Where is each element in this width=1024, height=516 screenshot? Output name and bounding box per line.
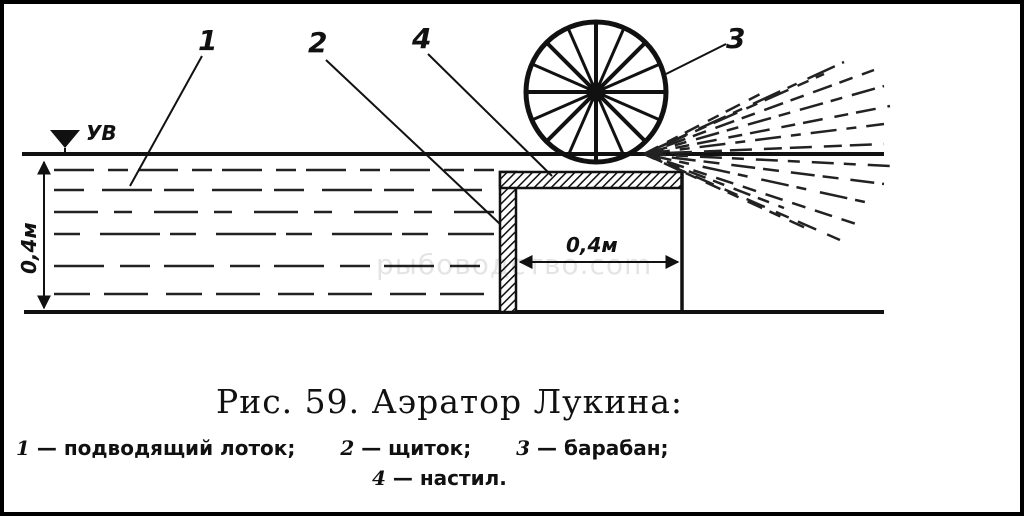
label-part-2: 2 [308, 26, 327, 59]
aerator-diagram: 0,4м УВ 0,4м [17, 19, 891, 314]
label-part-4: 4 [411, 22, 431, 55]
height-dimension-label: 0,4м [17, 222, 41, 274]
legend-item: 1 — подводящий лоток; [16, 436, 295, 460]
legend-item: 4 — настил. [372, 466, 507, 490]
water-dashes [54, 168, 494, 296]
legend-number: 3 [516, 436, 531, 460]
width-dimension-label: 0,4м [566, 233, 618, 257]
legend-text: — подводящий лоток; [29, 436, 296, 460]
watermark: рыбоводство.com [376, 248, 653, 281]
drum-wheel [523, 19, 669, 165]
label-part-1: 1 [198, 24, 217, 57]
legend-item: 3 — барабан; [516, 436, 668, 460]
deck-plate [498, 170, 684, 190]
caption-title: Рис. 59. Аэратор Лукина: [216, 382, 684, 421]
legend-text: — настил. [385, 466, 507, 490]
legend-row: 4 — настил. [372, 466, 545, 490]
leader-lines [129, 43, 727, 225]
water-level-label: УВ [86, 121, 117, 145]
legend-text: — щиток; [354, 436, 472, 460]
legend-number: 1 [16, 436, 30, 460]
legend-number: 4 [372, 466, 386, 490]
legend-number: 2 [340, 436, 355, 460]
water-level-marker [50, 130, 80, 148]
legend-text: — барабан; [530, 436, 669, 460]
water-spray [643, 60, 891, 242]
label-part-3: 3 [726, 22, 745, 55]
legend-item: 2 — щиток; [340, 436, 471, 460]
legend-row: 1 — подводящий лоток; 2 — щиток; 3 — бар… [16, 436, 707, 460]
shield-plate [498, 170, 518, 314]
figure-frame: 0,4м УВ 0,4м [4, 4, 1020, 512]
